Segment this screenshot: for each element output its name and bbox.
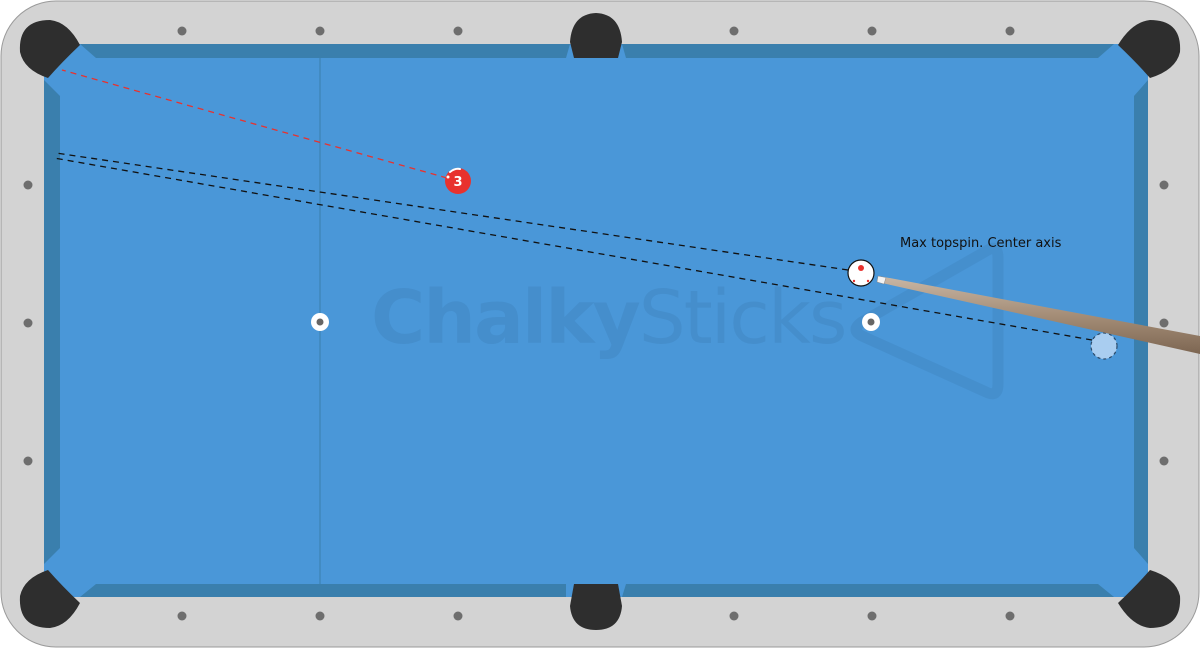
cue-shaft — [882, 277, 1200, 354]
cue-ball-mark — [866, 279, 870, 283]
diamond-sight-icon — [23, 318, 33, 328]
diamond-sight-icon — [315, 26, 325, 36]
ball-highlight — [449, 167, 461, 173]
diamond-sight-icon — [1005, 611, 1015, 621]
diamond-sight-icon — [177, 611, 187, 621]
head-spot — [311, 313, 329, 331]
cue-ball — [847, 259, 875, 287]
cue-ball-mark — [852, 279, 856, 283]
cushion-left — [44, 80, 60, 564]
diamond-sight-icon — [729, 26, 739, 36]
pocket-icon — [570, 584, 622, 630]
cushion-top-left — [80, 44, 570, 58]
diamond-sight-icon — [315, 611, 325, 621]
pocket-icon — [1118, 570, 1181, 628]
object-ball — [445, 168, 471, 194]
table-cloth — [44, 44, 1148, 597]
ghost-ball — [1090, 332, 1118, 360]
pocket-icon — [19, 570, 80, 628]
diamond-sight-icon — [867, 26, 877, 36]
cushion-bottom-right — [622, 584, 1114, 597]
rack-triangle-icon — [850, 242, 1004, 400]
diamond-sight-icon — [453, 611, 463, 621]
diamond-sight-icon — [867, 611, 877, 621]
cushion-top-right — [622, 44, 1114, 58]
shot-annotation: Max topspin. Center axis — [900, 236, 1062, 251]
object-ball-path — [61, 69, 448, 179]
diamond-sight-icon — [1159, 318, 1169, 328]
cue-ball-contact-dot — [858, 265, 864, 271]
object-ball-3: 3 — [445, 167, 471, 194]
watermark: ChalkySticks — [371, 242, 1004, 400]
diamond-sight-icon — [1159, 180, 1169, 190]
watermark-text: ChalkySticks — [371, 275, 845, 361]
diamond-sights — [23, 26, 1169, 621]
cue-ball-body — [847, 259, 875, 287]
diamond-sight-icon — [729, 611, 739, 621]
ball-dot — [446, 175, 450, 179]
pocket-icon — [570, 13, 622, 58]
cue-stick-icon — [876, 275, 1200, 354]
cushion-bottom-left — [80, 584, 566, 597]
spot-center — [867, 318, 875, 326]
diamond-sight-icon — [1159, 456, 1169, 466]
diamond-sight-icon — [23, 456, 33, 466]
foot-spot — [862, 313, 880, 331]
cue-tip — [876, 275, 887, 285]
diamond-sight-icon — [1005, 26, 1015, 36]
pocket-icon — [1118, 20, 1181, 78]
ball-number: 3 — [453, 175, 462, 190]
spot-center — [316, 318, 324, 326]
watermark-part1: Chalky — [371, 275, 640, 361]
cushion-right — [1134, 80, 1148, 564]
cushions — [44, 44, 1148, 597]
pockets — [19, 13, 1181, 630]
pocket-icon — [19, 20, 80, 78]
aim-line — [55, 152, 849, 271]
diamond-sight-icon — [453, 26, 463, 36]
diamond-sight-icon — [177, 26, 187, 36]
watermark-part2: Sticks — [639, 275, 846, 361]
diamond-sight-icon — [23, 180, 33, 190]
